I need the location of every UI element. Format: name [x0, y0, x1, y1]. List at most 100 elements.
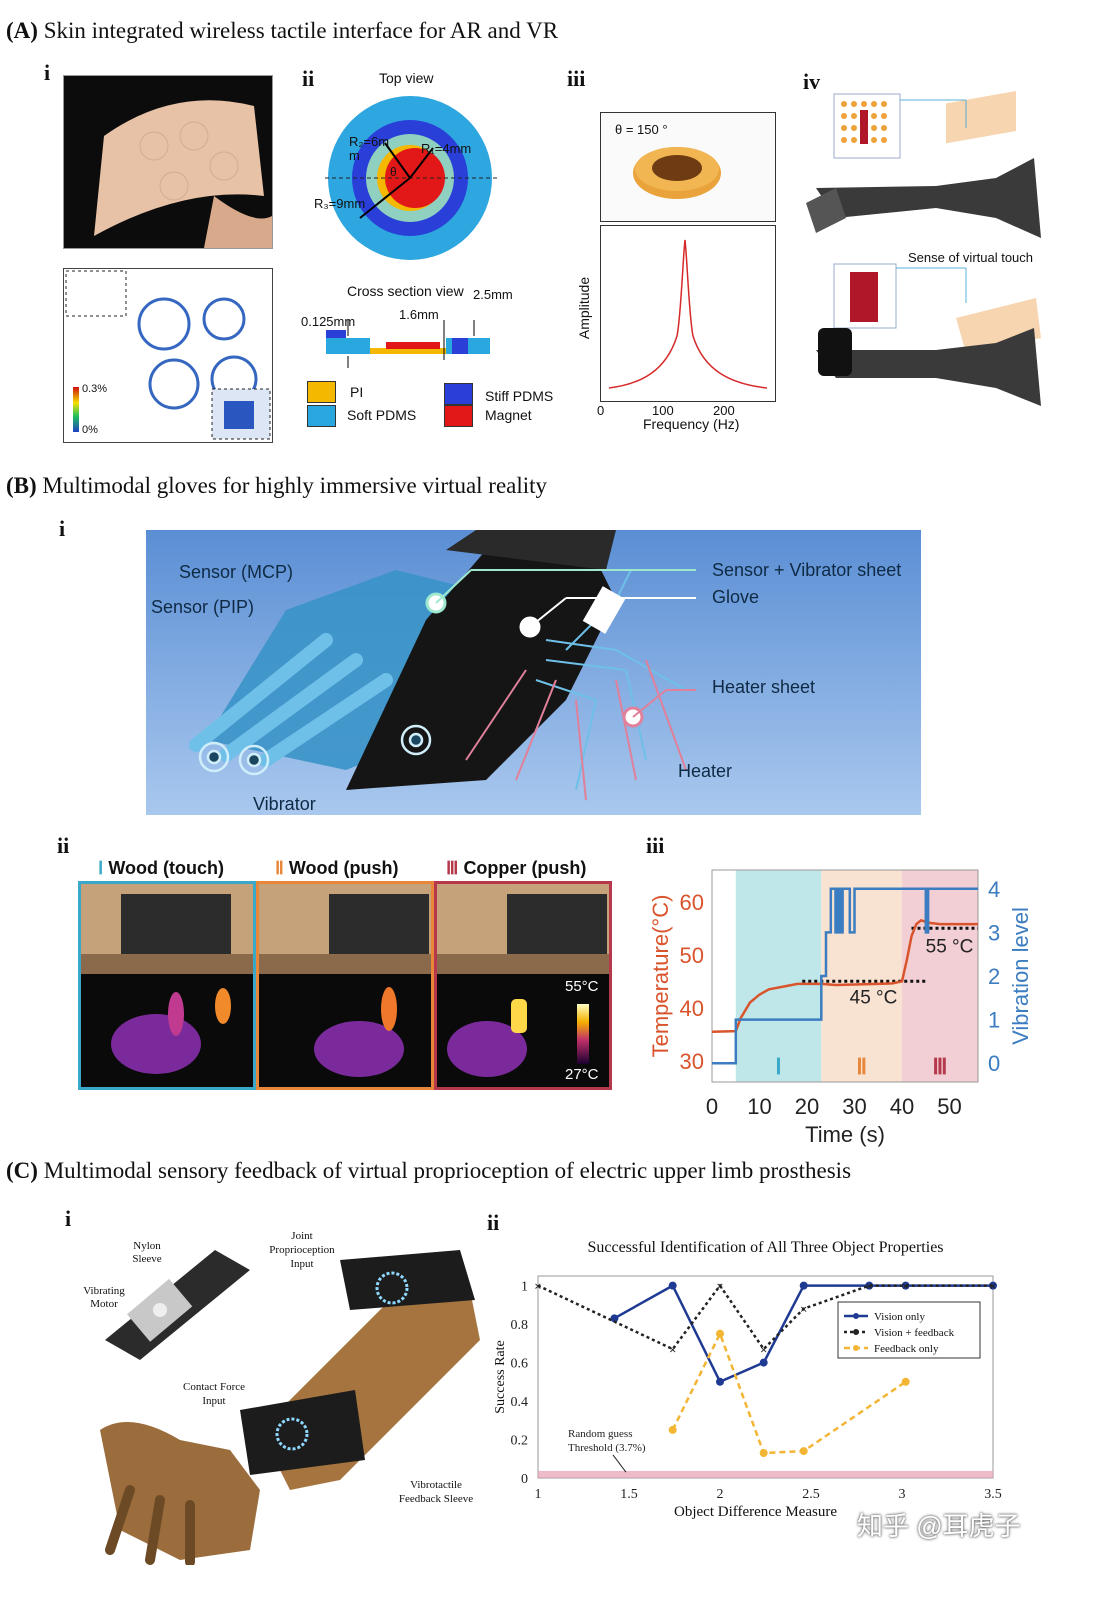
legend-soft-pdms-swatch — [307, 405, 336, 427]
y-right-tick-0: 0 — [988, 1051, 1000, 1076]
legend-marker-3 — [853, 1345, 859, 1351]
series-line-1 — [613, 1283, 993, 1384]
series-3-point-3 — [759, 1448, 768, 1457]
section-c-letter: (C) — [6, 1158, 38, 1183]
heater-sheet-label: Heater sheet — [712, 677, 816, 697]
x-tick-2: 2 — [717, 1487, 724, 1502]
legend-magnet-label: Magnet — [485, 407, 532, 423]
b-ii-panel-2-title: Ⅱ Wood (push) — [275, 858, 399, 879]
vibrotactile-feedback-callout: Vibrotactile Feedback Sleeve — [398, 1479, 474, 1505]
x-tick-2.5: 2.5 — [802, 1487, 820, 1502]
legend-pi-swatch — [307, 381, 336, 403]
panel-c-i-label: i — [65, 1206, 72, 1231]
series-1-point-6 — [865, 1281, 874, 1290]
freq-tick-200: 200 — [713, 403, 735, 418]
heater-label: Heater — [678, 761, 733, 781]
strain-scale-min: 0% — [82, 424, 98, 436]
section-b-title: Multimodal gloves for highly immersive v… — [42, 473, 548, 498]
cross-section-title: Cross section view — [347, 283, 464, 299]
multimodal-glove-illustration — [189, 530, 696, 801]
b-ii-panel-3: 55°C 27°C — [434, 881, 612, 1090]
copper-push-thermal — [437, 884, 609, 1077]
region-band-2 — [821, 870, 902, 1082]
magnet-photo: θ = 150 ° — [600, 112, 776, 222]
vibrating-motor-callout: Vibrating Motor — [83, 1285, 125, 1310]
series-line-temperature — [711, 919, 978, 1033]
series-line-2 — [537, 1283, 993, 1352]
series-1-point-5 — [799, 1281, 808, 1290]
y-right-axis-label: Vibration level — [1008, 907, 1033, 1045]
frequency-axis-label: Frequency (Hz) — [643, 416, 740, 432]
x-tick-0: 0 — [706, 1094, 718, 1119]
x-tick-1: 1 — [535, 1487, 542, 1502]
threshold-pointer — [612, 1454, 627, 1473]
panel-a-iv-label: iv — [803, 69, 821, 94]
section-a-letter: (A) — [6, 18, 38, 43]
frequency-plot-frame — [600, 225, 776, 402]
legend-marker-1 — [853, 1313, 859, 1319]
b-ii-panel-2-label: Wood (push) — [288, 858, 399, 878]
success-rate-chart: Successful Identification of All Three O… — [493, 1239, 1002, 1520]
cross-section-diagram — [326, 320, 490, 368]
panel-a-ii-label: ii — [302, 66, 315, 91]
series-3-point-5 — [901, 1377, 910, 1386]
y-tick-0.4: 0.4 — [511, 1395, 529, 1410]
y-right-tick-1: 1 — [988, 1008, 1000, 1033]
series-1-point-2 — [668, 1281, 677, 1290]
legend-box — [837, 1301, 981, 1359]
region-label-1: Ⅰ — [775, 1054, 782, 1079]
y-left-tick-40: 40 — [680, 996, 704, 1021]
y-right-tick-4: 4 — [988, 877, 1000, 902]
theta-angle-label: θ = 150 ° — [615, 122, 668, 137]
legend-label-1: Vision only — [874, 1311, 925, 1323]
y-left-tick-60: 60 — [680, 890, 704, 915]
panel-a-i-label: i — [44, 60, 51, 85]
x-tick-3: 3 — [899, 1487, 906, 1502]
legend-marker-2 — [853, 1329, 859, 1335]
series-2-point-4: × — [760, 1342, 767, 1357]
y-right-tick-2: 2 — [988, 964, 1000, 989]
strain-map: 0.3% 0% — [63, 268, 273, 443]
resonance-curve — [608, 239, 768, 389]
r2-label: R₂=6m m — [349, 134, 390, 163]
dim-25mm: 2.5mm — [473, 287, 513, 302]
legend-soft-pdms-label: Soft PDMS — [347, 407, 417, 423]
b-ii-panel-3-label: Copper (push) — [463, 858, 587, 878]
section-b-letter: (B) — [6, 473, 37, 498]
y-tick-1: 1 — [521, 1280, 528, 1295]
legend-label-2: Vision + feedback — [874, 1327, 955, 1339]
theta-label: θ — [390, 165, 397, 179]
series-1-point-8 — [989, 1281, 997, 1290]
skin-patch-illustration — [94, 100, 272, 248]
y-left-axis-label: Temperature(°C) — [648, 895, 673, 1058]
x-tick-20: 20 — [795, 1094, 819, 1119]
series-1-point-1 — [610, 1314, 619, 1323]
threshold-label-line-2: Threshold (3.7%) — [568, 1442, 646, 1454]
wood-push-thermal — [259, 884, 431, 1077]
x-tick-50: 50 — [937, 1094, 961, 1119]
watermark: 知乎 @耳虎子 — [857, 1511, 1021, 1541]
prosthesis-virtual-touch-illustration — [806, 90, 1041, 406]
glove-label: Glove — [712, 587, 760, 607]
series-2-point-7: × — [902, 1279, 909, 1294]
panel-a-iii-label: iii — [567, 66, 586, 91]
legend-pi-label: PI — [350, 384, 364, 400]
sensor-vibrator-sheet-label: Sensor + Vibrator sheet — [712, 560, 902, 580]
x-axis-label: Time (s) — [805, 1122, 885, 1147]
b-ii-panel-3-num: Ⅲ — [446, 858, 459, 878]
b-ii-panel-2 — [256, 881, 434, 1090]
amplitude-axis-label: Amplitude — [576, 276, 592, 340]
threshold-band — [538, 1470, 993, 1478]
panel-b-i-label: i — [59, 516, 66, 541]
series-2-point-3: × — [716, 1279, 723, 1294]
chart-title: Successful Identification of All Three O… — [587, 1239, 943, 1256]
nylon-sleeve-callout: Nylon Sleeve — [132, 1240, 162, 1265]
contact-force-callout: Contact Force Input — [182, 1381, 245, 1407]
plot-frame — [711, 869, 979, 1083]
series-3-point-2 — [716, 1329, 724, 1338]
series-2-point-8: × — [989, 1279, 996, 1294]
section-c-title: Multimodal sensory feedback of virtual p… — [43, 1158, 852, 1183]
series-1-point-3 — [716, 1377, 724, 1386]
glove-illustration-panel: Sensor (MCP) Sensor (PIP) Vibrator Senso… — [146, 530, 921, 815]
top-view-diagram — [325, 96, 500, 260]
